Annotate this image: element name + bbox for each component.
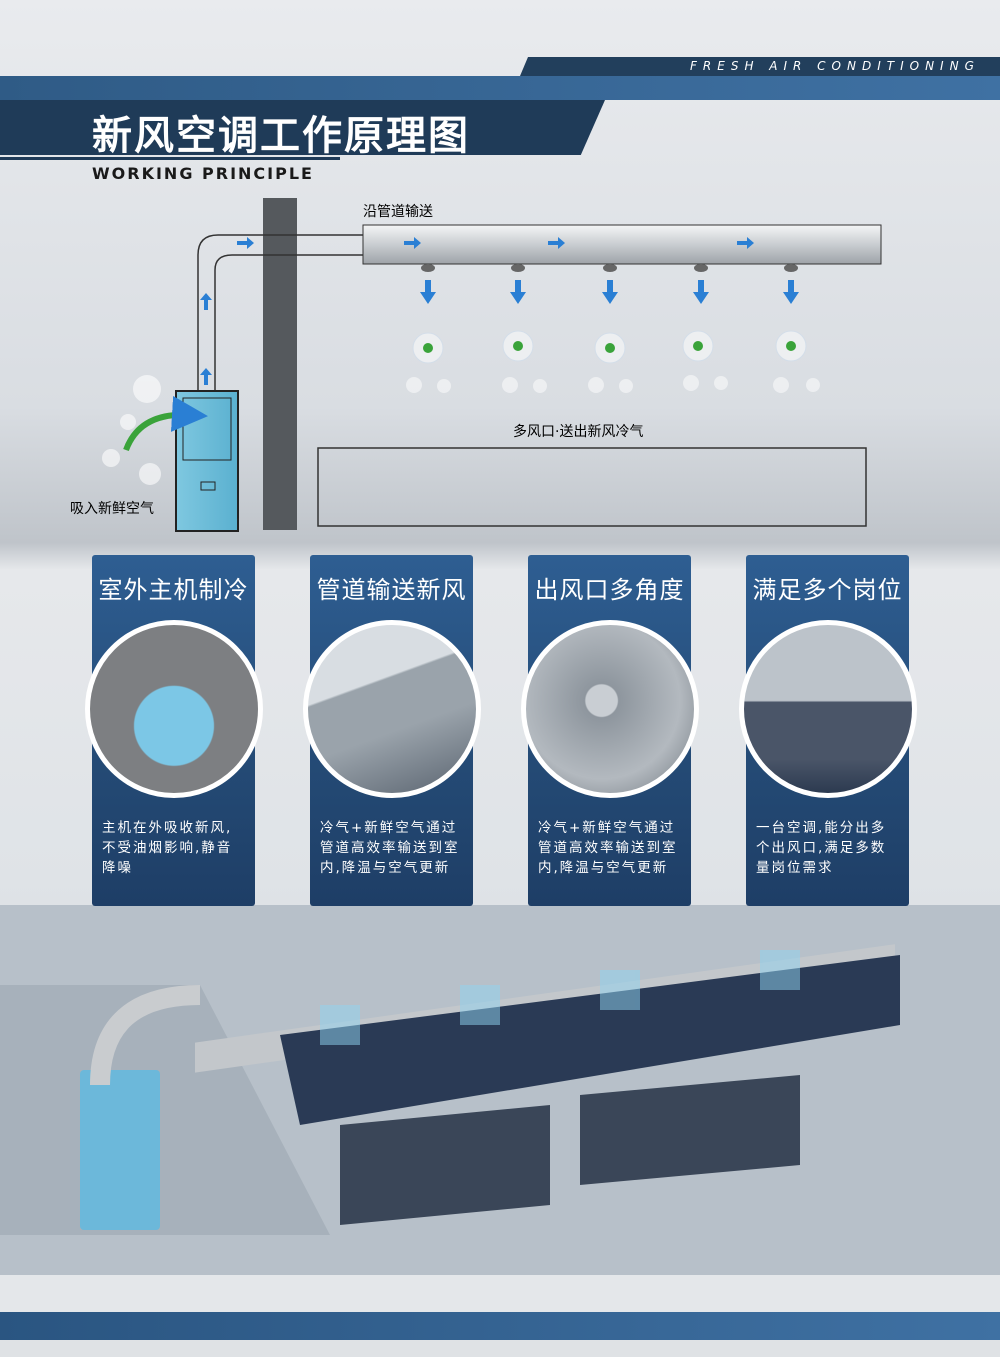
feature-card-outlet: 出风口多角度 冷气+新鲜空气通过管道高效率输送到室内,降温与空气更新	[521, 555, 699, 906]
footer-light	[0, 1275, 1000, 1312]
tagline: FRESH AIR CONDITIONING	[690, 59, 980, 73]
footer-band	[0, 1312, 1000, 1340]
duct-label: 沿管道输送	[363, 204, 433, 220]
card-desc: 一台空调,能分出多个出风口,满足多数量岗位需求	[756, 820, 887, 876]
title-banner	[0, 100, 605, 155]
principle-diagram: 沿管道输送 多风口·送出新风冷气 吸入新鲜空气	[70, 198, 882, 532]
card-title: 满足多个岗位	[752, 576, 903, 604]
card-title: 室外主机制冷	[98, 576, 249, 604]
feature-card-duct: 管道输送新风 冷气+新鲜空气通过管道高效率输送到室内,降温与空气更新	[303, 555, 481, 906]
main-duct	[362, 224, 882, 265]
page-subtitle: WORKING PRINCIPLE	[92, 164, 314, 183]
intake-duct	[197, 234, 365, 390]
top-band	[520, 57, 1000, 76]
card-desc: 主机在外吸收新风,不受油烟影响,静音降噪	[102, 820, 233, 876]
kitchen-counter	[317, 447, 867, 527]
feature-card-stations: 满足多个岗位 一台空调,能分出多个出风口,满足多数量岗位需求	[739, 555, 917, 906]
card-title: 出风口多角度	[534, 576, 685, 604]
card-title: 管道输送新风	[316, 576, 467, 604]
intake-label: 吸入新鲜空气	[70, 501, 154, 517]
outlet-image	[521, 620, 699, 798]
card-desc: 冷气+新鲜空气通过管道高效率输送到室内,降温与空气更新	[538, 820, 678, 876]
chimney	[263, 198, 297, 530]
kitchen-scene	[0, 905, 1000, 1275]
divider	[0, 157, 340, 160]
page-title: 新风空调工作原理图	[92, 113, 470, 159]
outlet-label: 多风口·送出新风冷气	[513, 423, 643, 440]
feature-card-outdoor-unit: 室外主机制冷 主机在外吸收新风,不受油烟影响,静音降噪	[85, 555, 263, 906]
card-desc: 冷气+新鲜空气通过管道高效率输送到室内,降温与空气更新	[320, 820, 460, 876]
outdoor-unit-image	[85, 620, 263, 798]
footer-end	[0, 1340, 1000, 1357]
blue-band	[0, 76, 1000, 100]
duct-image	[303, 620, 481, 798]
stations-image	[739, 620, 917, 798]
outlets	[406, 264, 820, 393]
